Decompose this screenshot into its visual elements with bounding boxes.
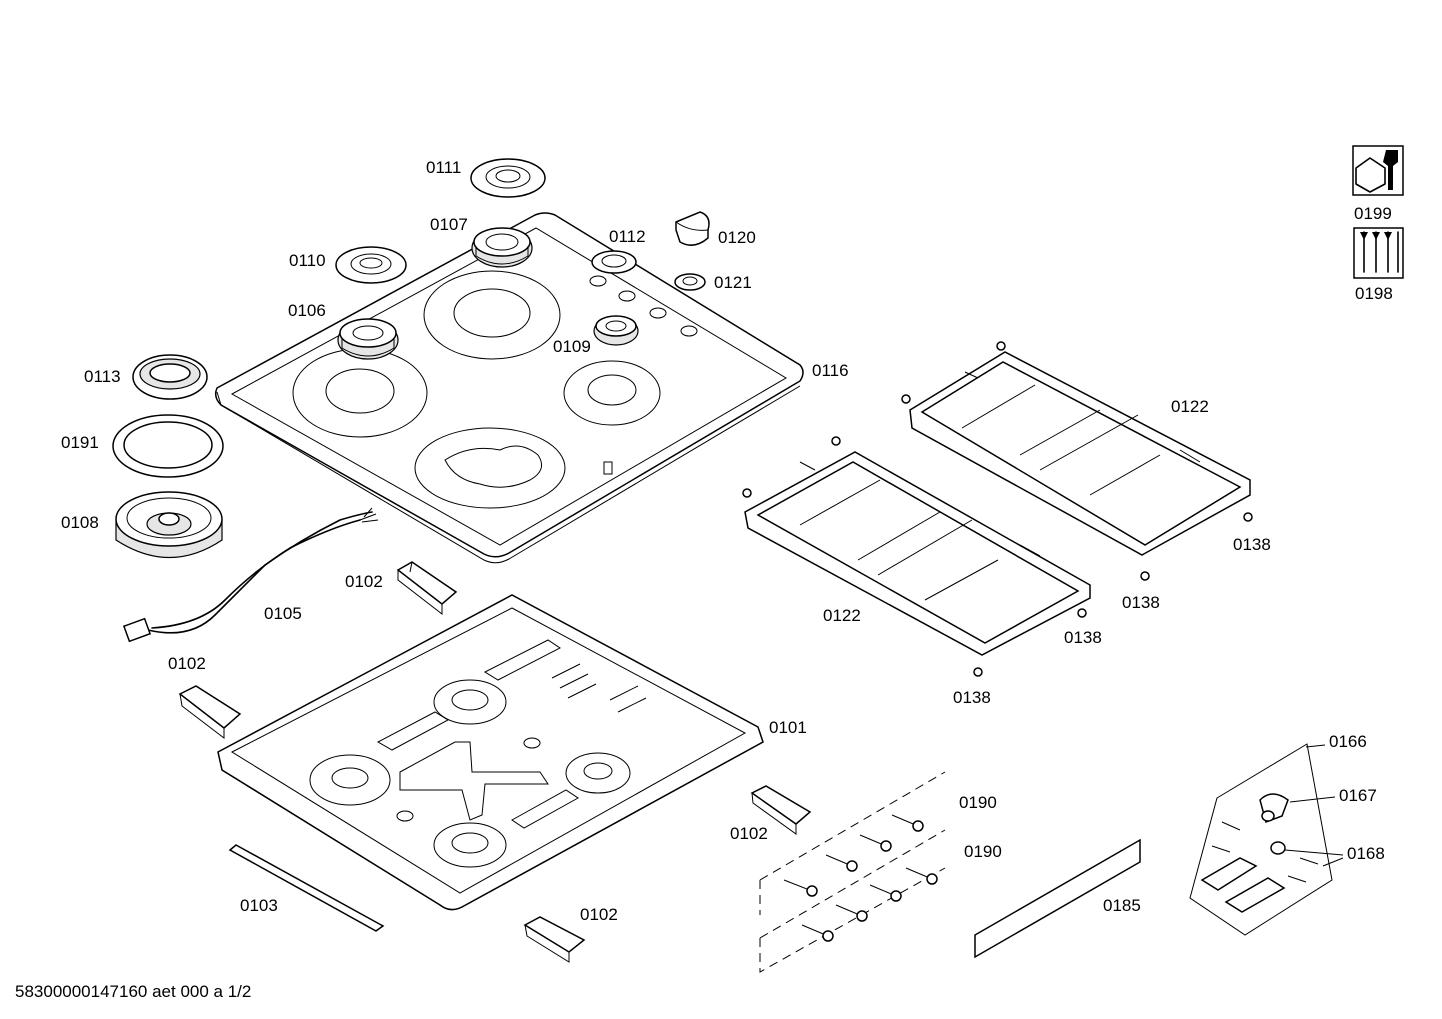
document-code: 58300000147160 aet 000 a 1/2	[15, 982, 251, 1001]
label-0112: 0112	[609, 227, 646, 246]
rubber-foot-5	[996, 341, 1006, 351]
label-0101: 0101	[769, 718, 807, 737]
label-0167: 0167	[1339, 786, 1377, 805]
label-0190-b: 0190	[964, 842, 1002, 861]
label-0168: 0168	[1347, 844, 1385, 863]
label-0102-d: 0102	[580, 905, 618, 924]
burner-head-large[interactable]	[471, 227, 533, 268]
label-0138-a: 0138	[1233, 535, 1271, 554]
label-0102-b: 0102	[168, 654, 206, 673]
label-0103: 0103	[240, 896, 278, 915]
label-0190-a: 0190	[959, 793, 997, 812]
mounting-clamp-2[interactable]	[178, 685, 242, 740]
label-0111: 0111	[426, 158, 461, 177]
label-0120: 0120	[718, 228, 756, 247]
screw-set[interactable]	[759, 771, 946, 973]
wok-burner[interactable]	[115, 491, 223, 558]
pan-support-right[interactable]	[909, 351, 1251, 556]
mounting-clamp-3[interactable]	[750, 785, 812, 835]
label-0198: 0198	[1355, 284, 1393, 303]
base-tray[interactable]	[217, 594, 764, 911]
rubber-foot-7	[831, 436, 841, 446]
label-0185: 0185	[1103, 896, 1141, 915]
rubber-foot-8	[742, 488, 752, 498]
mounting-clamp-4[interactable]	[523, 916, 586, 963]
pan-support-left[interactable]	[744, 451, 1091, 656]
label-0138-d: 0138	[953, 688, 991, 707]
burner-cap-large[interactable]	[470, 158, 546, 198]
burner-cap-medium[interactable]	[335, 246, 407, 284]
part-labels: 0111 0107 0112 0120 0110 0121 0106 0109 …	[61, 158, 1393, 924]
label-0138-b: 0138	[1122, 593, 1160, 612]
label-0105: 0105	[264, 604, 302, 623]
label-0191: 0191	[61, 433, 99, 452]
insulation-strip[interactable]	[974, 838, 1141, 959]
label-0122-b: 0122	[823, 606, 861, 625]
knob-ring[interactable]	[674, 273, 706, 291]
leader-lines	[1284, 744, 1344, 867]
label-0109: 0109	[553, 337, 591, 356]
label-0116: 0116	[812, 361, 849, 380]
label-0102-c: 0102	[730, 824, 768, 843]
label-0199: 0199	[1354, 204, 1392, 223]
control-knob[interactable]	[675, 211, 710, 246]
gas-connector-kit[interactable]	[1189, 743, 1333, 936]
label-0110: 0110	[289, 251, 326, 270]
label-0138-c: 0138	[1064, 628, 1102, 647]
burner-head-small[interactable]	[593, 315, 639, 346]
label-0107: 0107	[430, 215, 468, 234]
ignition-cable[interactable]	[122, 507, 379, 643]
label-0121: 0121	[714, 273, 752, 292]
label-0122-a: 0122	[1171, 397, 1209, 416]
screws-icon[interactable]	[1353, 227, 1404, 279]
label-0108: 0108	[61, 513, 99, 532]
sealing-strip[interactable]	[228, 844, 385, 932]
burner-head-medium[interactable]	[337, 318, 399, 360]
nut-and-wrench-icon[interactable]	[1352, 145, 1404, 196]
rubber-foot-4[interactable]	[973, 667, 983, 677]
label-0106: 0106	[288, 301, 326, 320]
rubber-foot-2[interactable]	[1140, 571, 1150, 581]
label-0102-a: 0102	[345, 572, 383, 591]
wok-burner-ring[interactable]	[112, 414, 224, 478]
wok-burner-cap[interactable]	[132, 354, 208, 400]
label-0113: 0113	[84, 367, 121, 386]
rubber-foot-3[interactable]	[1077, 608, 1087, 618]
label-0166: 0166	[1329, 732, 1367, 751]
cooktop-panel[interactable]	[214, 212, 804, 564]
rubber-foot-6	[901, 394, 911, 404]
rubber-foot-1[interactable]	[1243, 512, 1253, 522]
mounting-clamp-1[interactable]	[396, 561, 458, 616]
burner-cap-small[interactable]	[591, 250, 637, 274]
